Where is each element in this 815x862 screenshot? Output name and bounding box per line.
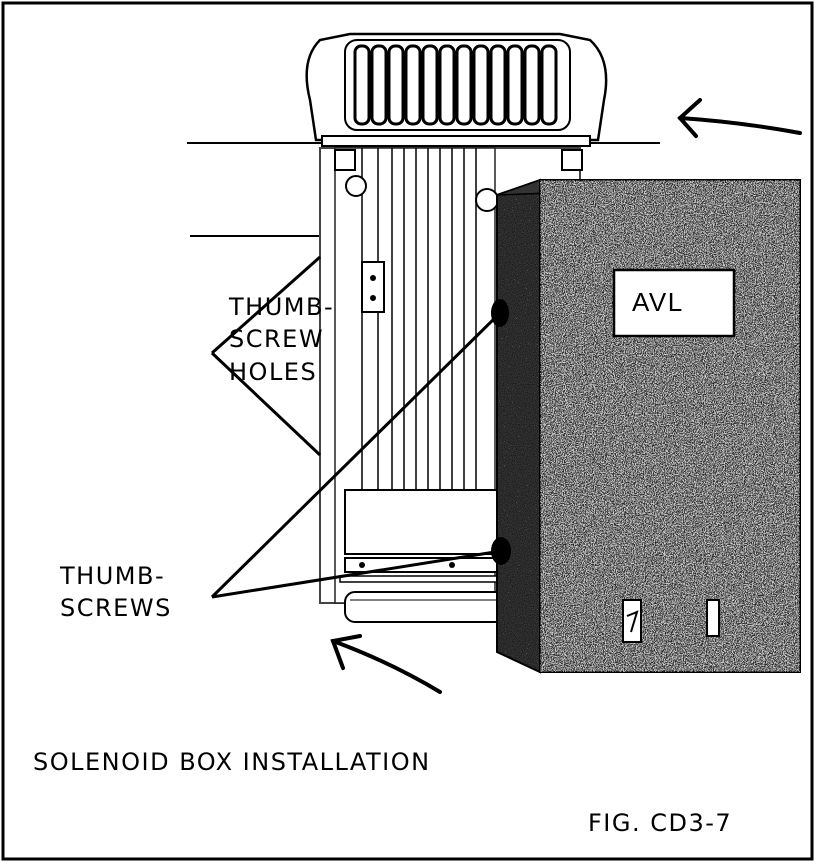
figure-number: FIG. CD3-7 [588, 809, 733, 837]
thumbscrew-holes-label: THUMB- SCREW HOLES [229, 293, 335, 386]
avl-label-plate [612, 268, 736, 338]
solenoid-box [491, 178, 801, 674]
thumbscrews-label: THUMB- SCREWS [60, 562, 172, 623]
arrow-lower-left [330, 634, 442, 694]
box-label-text: AVL [632, 287, 684, 317]
leader-lines-screws [210, 311, 502, 599]
connector-left [622, 599, 642, 643]
arrow-upper-right [677, 98, 802, 138]
figure-caption: SOLENOID BOX INSTALLATION [33, 748, 431, 776]
leader-lines-holes [210, 255, 322, 457]
connector-right [706, 599, 720, 637]
top-connector [305, 32, 608, 147]
